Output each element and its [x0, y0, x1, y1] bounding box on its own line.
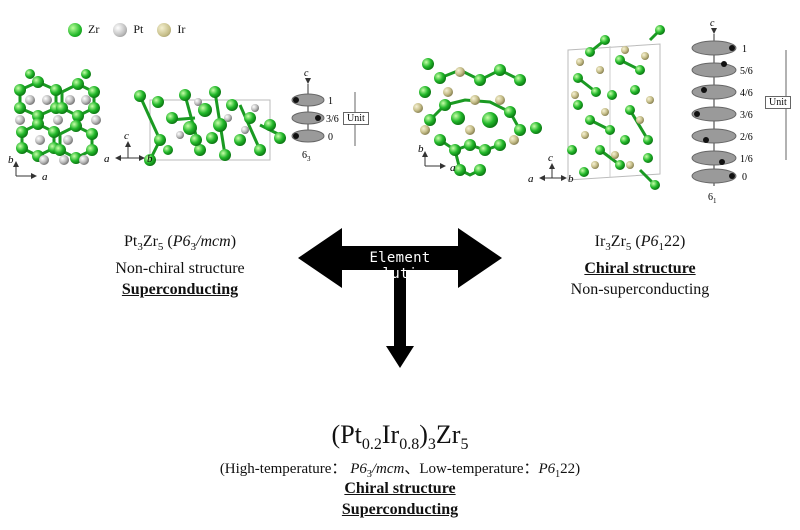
- screw-level-1: 1: [328, 96, 333, 107]
- screw-level-1: 1: [742, 44, 747, 55]
- ir3zr5-formula: Ir3Zr5 (P6122): [594, 233, 686, 254]
- axis-a-label: a: [450, 162, 456, 174]
- screw-axis-63-diagram: [291, 78, 356, 146]
- axis-a-label: a: [528, 173, 534, 185]
- solid-solution-properties: Chiral structure Superconducting: [250, 478, 550, 520]
- screw-axis-symbol: 63: [302, 150, 311, 163]
- pt3zr5-property-label: Superconducting: [121, 281, 239, 299]
- crystal-structures-figure: b a c a b: [8, 18, 787, 205]
- screw-level-3-6: 3/6: [326, 114, 339, 125]
- phase-transition-note: (High-temperature： P63/mcm、Low-temperatu…: [219, 461, 581, 480]
- screw-level-0: 0: [328, 132, 333, 143]
- axes-ab-left: [13, 161, 37, 179]
- axis-c-label: c: [548, 152, 553, 164]
- screw-level-4-6: 4/6: [740, 88, 753, 99]
- screw-level-5-6: 5/6: [740, 66, 753, 77]
- unit-box-right: Unit: [765, 96, 791, 109]
- zr-atom-icon: [68, 22, 82, 37]
- legend-pt-label: Pt: [133, 22, 144, 36]
- solid-solution-property-label: Superconducting: [341, 501, 459, 518]
- screw-axis-61-diagram: [691, 28, 787, 186]
- legend-zr-label: Zr: [88, 22, 100, 36]
- screw-axis-symbol: 61: [708, 192, 717, 205]
- screw-level-1-6: 1/6: [740, 154, 753, 165]
- legend-ir-label: Ir: [177, 22, 186, 36]
- axes-cab-right-side: [539, 163, 567, 181]
- axis-b-label: b: [418, 143, 424, 155]
- pt3zr5-projection-view: [14, 69, 101, 165]
- unit-box-left: Unit: [343, 112, 369, 125]
- ir3zr5-side-view: [567, 25, 665, 190]
- solid-solution-formula: (Pt0.2Ir0.8)3Zr5: [331, 420, 469, 454]
- ir3zr5-property-label: Non-superconducting: [570, 281, 710, 299]
- ir3zr5-caption: Ir3Zr5 (P6122) Chiral structure Non-supe…: [540, 231, 740, 300]
- axis-a-label: a: [42, 171, 48, 183]
- axis-b-label: b: [147, 153, 153, 165]
- element-solution-label: Element solution: [365, 250, 435, 282]
- axis-a-label: a: [104, 153, 110, 165]
- solid-solution-structure-label: Chiral structure: [344, 480, 456, 497]
- ir3zr5-projection-view: [413, 58, 542, 177]
- atom-legend: Zr Pt Ir: [60, 22, 185, 37]
- screw-c-label: c: [710, 18, 715, 29]
- screw-level-0: 0: [742, 172, 747, 183]
- axes-cab-left-side: [115, 141, 145, 161]
- pt-atom-icon: [113, 22, 128, 37]
- pt3zr5-side-view: [134, 86, 286, 166]
- screw-level-3-6: 3/6: [740, 110, 753, 121]
- axes-ab-right: [422, 151, 446, 169]
- screw-level-2-6: 2/6: [740, 132, 753, 143]
- axis-b-label: b: [568, 173, 574, 185]
- ir-atom-icon: [157, 22, 172, 37]
- ir3zr5-structure-label: Chiral structure: [584, 260, 696, 278]
- pt3zr5-caption: Pt3Zr5 (P63/mcm) Non-chiral structure Su…: [80, 231, 280, 300]
- axis-c-label: c: [124, 130, 129, 142]
- axis-b-label: b: [8, 154, 14, 166]
- element-solution-arrow: [298, 228, 502, 368]
- pt3zr5-formula: Pt3Zr5 (P63/mcm): [123, 233, 237, 254]
- screw-c-label: c: [304, 68, 309, 79]
- pt3zr5-structure-label: Non-chiral structure: [115, 260, 245, 278]
